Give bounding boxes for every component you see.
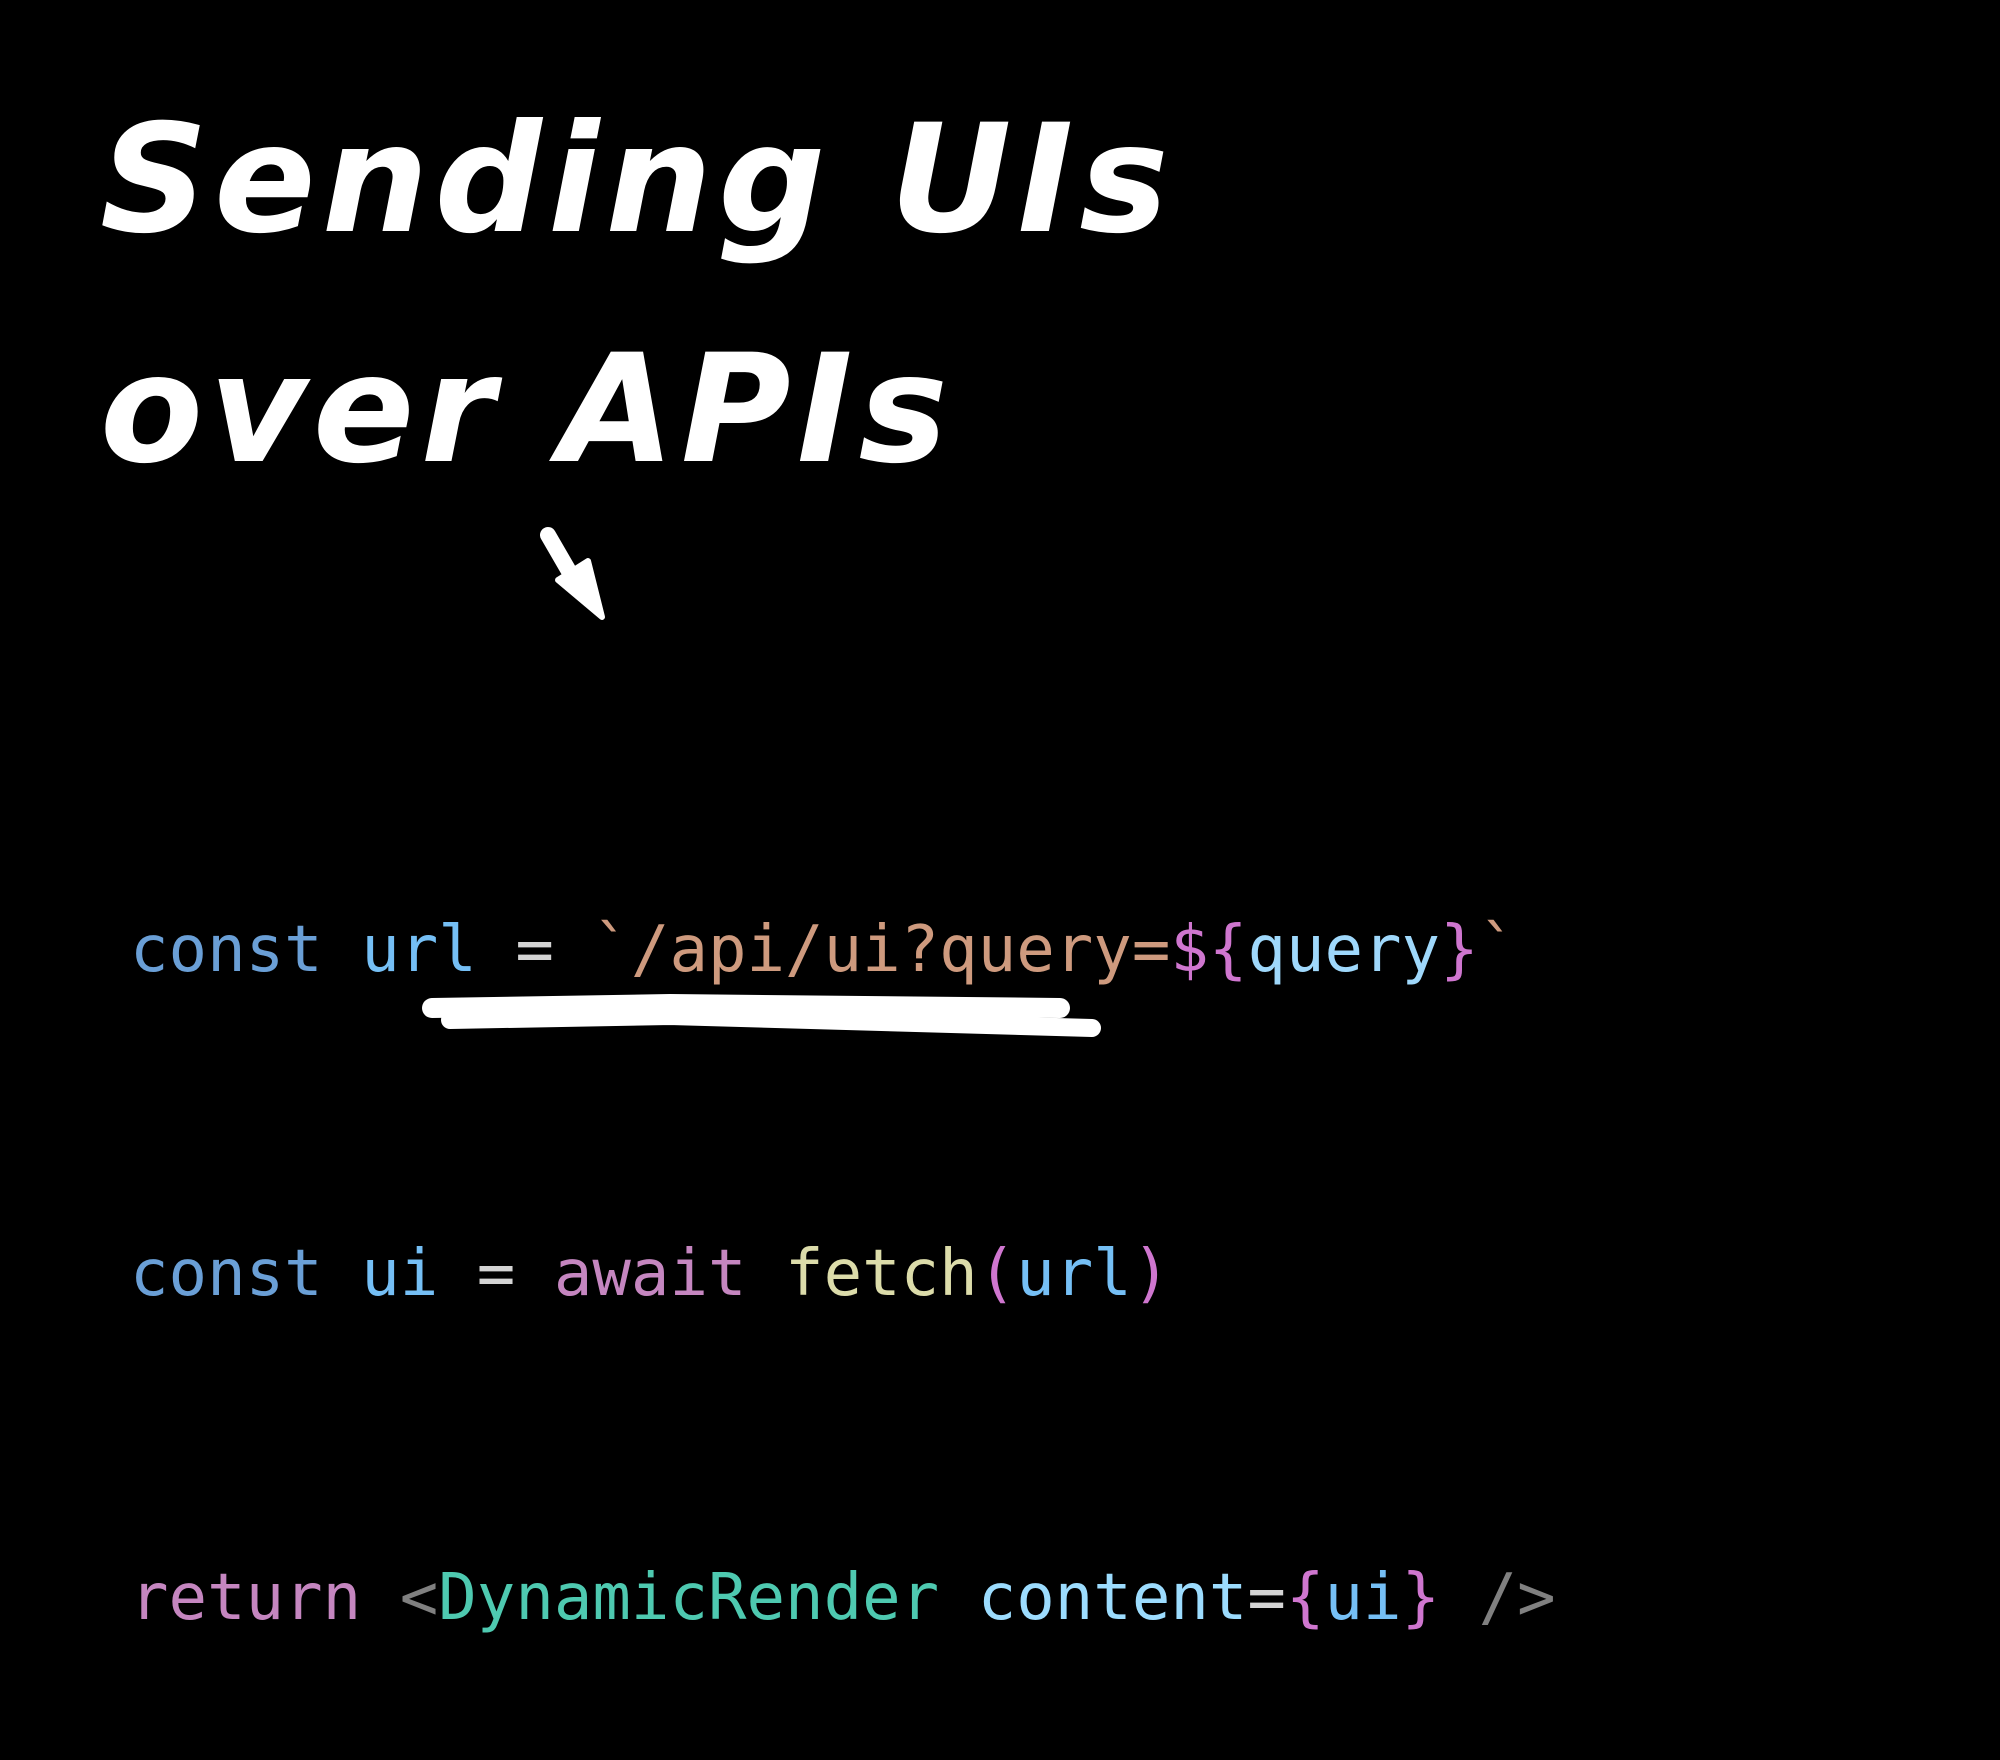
code-token: ` [1478, 913, 1518, 987]
code-token: /> [1478, 1561, 1556, 1635]
code-token [515, 1237, 554, 1311]
code-token: const [130, 913, 323, 987]
code-line-2: const ui = await fetch(url) [130, 1220, 1556, 1328]
code-token [554, 913, 593, 987]
code-token: ui [361, 1237, 439, 1311]
code-token [323, 1237, 362, 1311]
code-line-1: const url = `/api/ui?query=${query}` [130, 896, 1556, 1004]
code-token: ( [977, 1237, 1017, 1311]
code-token: = [1247, 1561, 1286, 1635]
slide-title-line-1: Sending UIs [100, 93, 1175, 267]
slide-title-line-2: over APIs [100, 323, 954, 497]
code-block: const url = `/api/ui?query=${query}` con… [130, 680, 1556, 1760]
code-token [939, 1561, 978, 1635]
code-token: query [1247, 913, 1441, 987]
code-token: fetch [785, 1237, 978, 1311]
code-token: url [1016, 1237, 1132, 1311]
arrow-down-right-icon [540, 527, 605, 620]
code-token: = [515, 913, 554, 987]
hand-drawn-underline [422, 993, 1101, 1037]
code-token: await [553, 1237, 747, 1311]
code-token [361, 1561, 400, 1635]
code-token: `/api/ui?query= [592, 913, 1171, 987]
code-token [438, 1237, 477, 1311]
code-line-3: return <DynamicRender content={ui} /> [130, 1544, 1556, 1652]
code-token: const [130, 1237, 323, 1311]
code-token: < [399, 1561, 439, 1635]
code-token: url [361, 913, 477, 987]
code-token: content [977, 1561, 1248, 1635]
code-token: = [476, 1237, 516, 1311]
code-token: ${ [1170, 913, 1248, 987]
code-token: DynamicRender [438, 1561, 940, 1635]
code-token [477, 913, 516, 987]
code-token: return [130, 1561, 362, 1635]
code-token [1440, 1561, 1479, 1635]
code-token [323, 913, 362, 987]
code-token: ) [1131, 1237, 1171, 1311]
code-token: } [1440, 913, 1479, 987]
code-token [747, 1237, 786, 1311]
code-token: ui [1324, 1561, 1402, 1635]
code-token: { [1285, 1561, 1325, 1635]
code-token: } [1401, 1561, 1441, 1635]
